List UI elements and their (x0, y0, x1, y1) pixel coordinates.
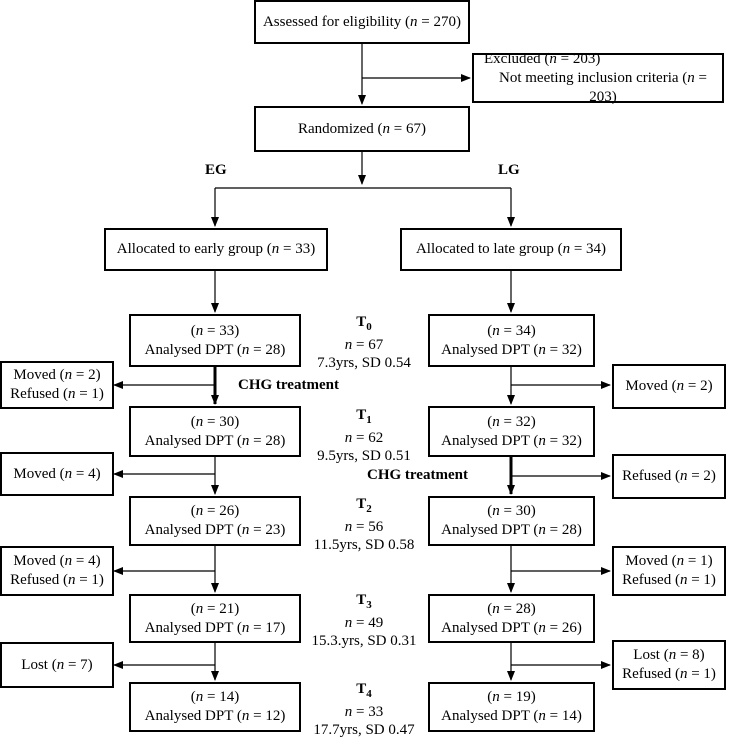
late-t1-box: (n = 32) Analysed DPT (n = 32) (428, 406, 595, 457)
timepoint-t2-age: 11.5yrs, SD 0.58 (313, 537, 415, 553)
early-t0-box: (n = 33) Analysed DPT (n = 28) (129, 314, 301, 367)
excluded-line-2: Not meeting inclusion criteria (n = 203) (499, 69, 707, 105)
late-dropout-1-line-1: Moved (n = 2) (625, 378, 713, 394)
early-t1-n: (n = 30) (190, 413, 240, 430)
early-dropout-2-box: Moved (n = 4) (0, 452, 114, 496)
early-t1-box: (n = 30) Analysed DPT (n = 28) (129, 406, 301, 457)
early-t0-n: (n = 33) (190, 322, 240, 339)
late-t0-analysed: Analysed DPT (n = 32) (441, 341, 582, 358)
early-t2-analysed: Analysed DPT (n = 23) (144, 522, 286, 538)
early-dropout-3-line-1: Moved (n = 4) (13, 553, 101, 569)
alloc-late-box: Allocated to late group (n = 34) (400, 228, 622, 271)
early-dropout-1-line-2: Refused (n = 1) (10, 386, 104, 402)
timepoint-t3-age: 15.3.yrs, SD 0.31 (311, 633, 417, 649)
assessed-text: Assessed for eligibility (n = 270) (262, 13, 462, 30)
late-t4-box: (n = 19) Analysed DPT (n = 14) (428, 682, 595, 732)
early-dropout-3-line-2: Refused (n = 1) (10, 572, 104, 588)
late-t0-n: (n = 34) (487, 322, 536, 339)
early-t3-n: (n = 21) (190, 600, 240, 617)
late-dropout-3-box: Moved (n = 1) Refused (n = 1) (612, 546, 726, 596)
treatment-label-late: CHG treatment (367, 467, 468, 483)
early-t4-analysed: Analysed DPT (n = 12) (144, 708, 286, 724)
late-t2-n: (n = 30) (487, 503, 536, 519)
timepoint-t0-n: n = 67 (344, 337, 384, 353)
late-dropout-4-box: Lost (n = 8) Refused (n = 1) (612, 640, 726, 690)
late-t0-box: (n = 34) Analysed DPT (n = 32) (428, 314, 595, 367)
late-dropout-2-box: Refused (n = 2) (612, 454, 726, 499)
late-t4-n: (n = 19) (487, 689, 536, 705)
late-dropout-3-line-2: Refused (n = 1) (622, 572, 716, 588)
late-dropout-3-line-1: Moved (n = 1) (625, 553, 713, 569)
late-t1-n: (n = 32) (487, 413, 536, 430)
treatment-label-early: CHG treatment (238, 377, 339, 393)
early-dropout-1-box: Moved (n = 2) Refused (n = 1) (0, 361, 114, 409)
late-dropout-4-line-2: Refused (n = 1) (622, 666, 716, 682)
timepoint-t4-n: n = 33 (344, 704, 384, 720)
alloc-early-text: Allocated to early group (n = 33) (116, 241, 316, 257)
early-t3-analysed: Analysed DPT (n = 17) (144, 619, 286, 636)
timepoint-t1-age: 9.5yrs, SD 0.51 (317, 448, 411, 464)
early-dropout-4-box: Lost (n = 7) (0, 642, 114, 688)
timepoint-t3-label: T3 (356, 592, 372, 611)
early-dropout-2-line-1: Moved (n = 4) (13, 465, 101, 482)
timepoint-t4-age: 17.7yrs, SD 0.47 (313, 722, 415, 738)
group-label-late: LG (498, 162, 520, 178)
randomized-text: Randomized (n = 67) (297, 120, 427, 137)
late-dropout-4-line-1: Lost (n = 8) (633, 647, 705, 663)
alloc-late-text: Allocated to late group (n = 34) (415, 241, 607, 257)
timepoint-t4-info: T4 n = 33 17.7yrs, SD 0.47 (304, 680, 424, 739)
early-dropout-3-box: Moved (n = 4) Refused (n = 1) (0, 546, 114, 596)
alloc-early-box: Allocated to early group (n = 33) (104, 228, 328, 271)
timepoint-t1-info: T1 n = 62 9.5yrs, SD 0.51 (304, 406, 424, 465)
late-t1-analysed: Analysed DPT (n = 32) (441, 432, 582, 449)
timepoint-t3-n: n = 49 (344, 615, 384, 631)
late-t2-analysed: Analysed DPT (n = 28) (441, 522, 582, 538)
timepoint-t0-age: 7.3yrs, SD 0.54 (317, 355, 411, 371)
group-label-early: EG (205, 162, 227, 178)
timepoint-t4-label: T4 (356, 681, 372, 700)
timepoint-t1-label: T1 (356, 407, 372, 426)
randomized-box: Randomized (n = 67) (254, 106, 470, 152)
excluded-box: Excluded (n = 203) Not meeting inclusion… (472, 50, 724, 105)
early-t0-analysed: Analysed DPT (n = 28) (144, 341, 286, 358)
timepoint-t0-label: T0 (356, 314, 372, 333)
late-dropout-2-line-1: Refused (n = 2) (622, 468, 716, 484)
early-t1-analysed: Analysed DPT (n = 28) (144, 432, 286, 449)
late-t4-analysed: Analysed DPT (n = 14) (441, 708, 582, 724)
late-t3-box: (n = 28) Analysed DPT (n = 26) (428, 594, 595, 643)
assessed-box: Assessed for eligibility (n = 270) (254, 0, 470, 44)
early-t2-box: (n = 26) Analysed DPT (n = 23) (129, 496, 301, 546)
late-t3-analysed: Analysed DPT (n = 26) (441, 619, 582, 636)
early-dropout-4-line-1: Lost (n = 7) (21, 656, 93, 673)
early-dropout-1-line-1: Moved (n = 2) (13, 367, 101, 383)
early-t4-box: (n = 14) Analysed DPT (n = 12) (129, 682, 301, 732)
timepoint-t2-info: T2 n = 56 11.5yrs, SD 0.58 (304, 495, 424, 554)
timepoint-t2-label: T2 (356, 496, 372, 515)
late-dropout-1-box: Moved (n = 2) (612, 364, 726, 409)
early-t4-n: (n = 14) (190, 689, 240, 705)
timepoint-t1-n: n = 62 (344, 430, 384, 446)
early-t2-n: (n = 26) (190, 503, 240, 519)
early-t3-box: (n = 21) Analysed DPT (n = 17) (129, 594, 301, 643)
timepoint-t3-info: T3 n = 49 15.3.yrs, SD 0.31 (304, 591, 424, 650)
excluded-line-1: Excluded (n = 203) (484, 50, 601, 67)
timepoint-t0-info: T0 n = 67 7.3yrs, SD 0.54 (304, 313, 424, 372)
late-t3-n: (n = 28) (487, 600, 536, 617)
late-t2-box: (n = 30) Analysed DPT (n = 28) (428, 496, 595, 546)
timepoint-t2-n: n = 56 (344, 519, 384, 535)
